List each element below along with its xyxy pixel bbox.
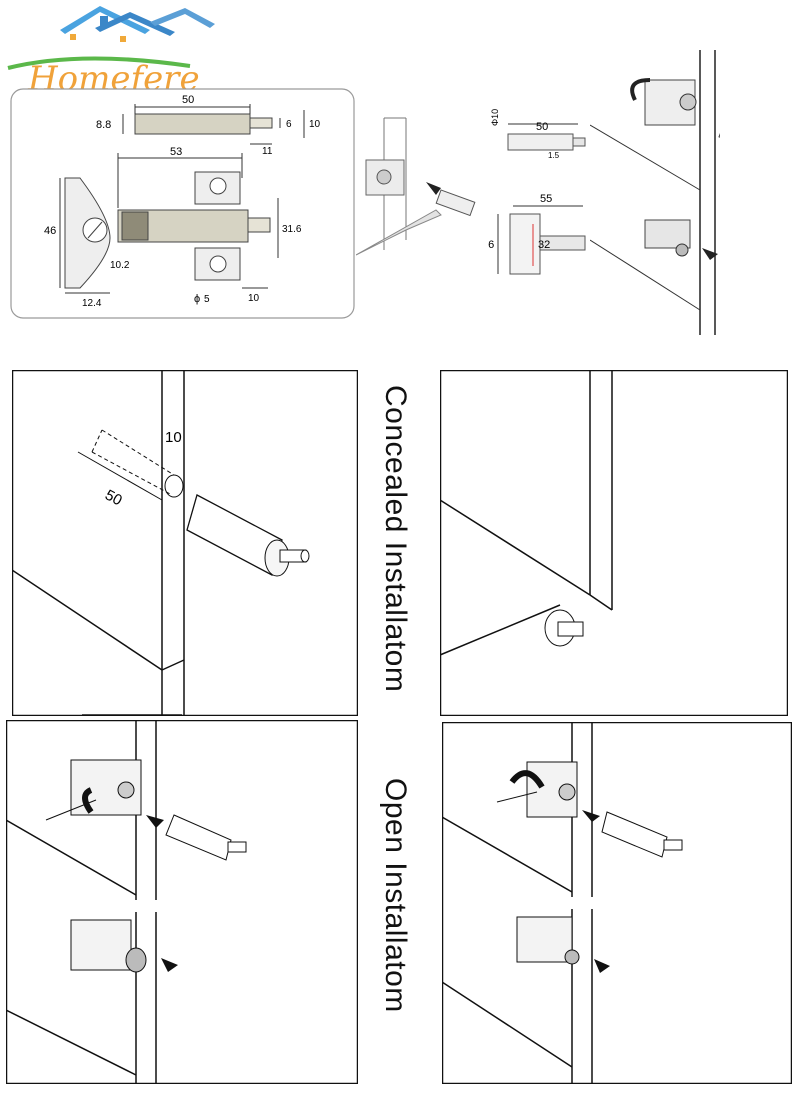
dim-body-diameter: 8.8 [96,119,111,131]
open-install-preview [590,50,720,335]
homefere-logo: Homefere [7,6,215,99]
concealed-depth-label: 50 [102,487,125,510]
cabinet-sketch-top [356,117,476,256]
panel-concealed-drill: 50 10 [12,370,358,716]
open-installation-label: Open Installatom [379,778,412,1013]
spec-drawing: 50 8.8 6 10 11 53 46 10.2 12.4 31.6 ϕ 5 … [10,88,355,319]
panel-concealed-installed [440,370,788,716]
concealed-installation-label: Concealed Installatom [379,385,412,693]
panel-open-drill [6,720,358,1084]
dim-bracket-body-height: 31.6 [282,224,302,235]
dim-pin-offset: 10 [248,293,260,304]
side-plate-height: 46 [488,239,494,251]
dim-screw-hole-prefix: ϕ [194,293,200,305]
side-small: 1.5 [548,151,560,160]
dim-bracket-depth: 12.4 [82,298,102,309]
concealed-diameter-label: 10 [165,429,182,446]
dim-screw-hole: 5 [204,294,210,305]
side-diameter: Φ10 [490,109,500,126]
dim-pin-diameter: 6 [286,119,292,130]
side-plate-width: 55 [540,193,552,205]
side-hole-spacing: 32 [538,239,550,251]
dim-pin-length: 11 [262,146,273,157]
side-dimension-drawing: 50 Φ10 1.5 55 46 32 [488,109,586,275]
dim-bracket-hole: 10.2 [110,260,130,271]
dim-pin-height: 10 [309,119,321,130]
side-length: 50 [536,121,548,133]
dim-bracket-height: 46 [44,225,56,237]
dim-bracket-width: 53 [170,146,182,158]
panel-open-installed [442,722,792,1084]
dim-body-length: 50 [182,94,194,106]
